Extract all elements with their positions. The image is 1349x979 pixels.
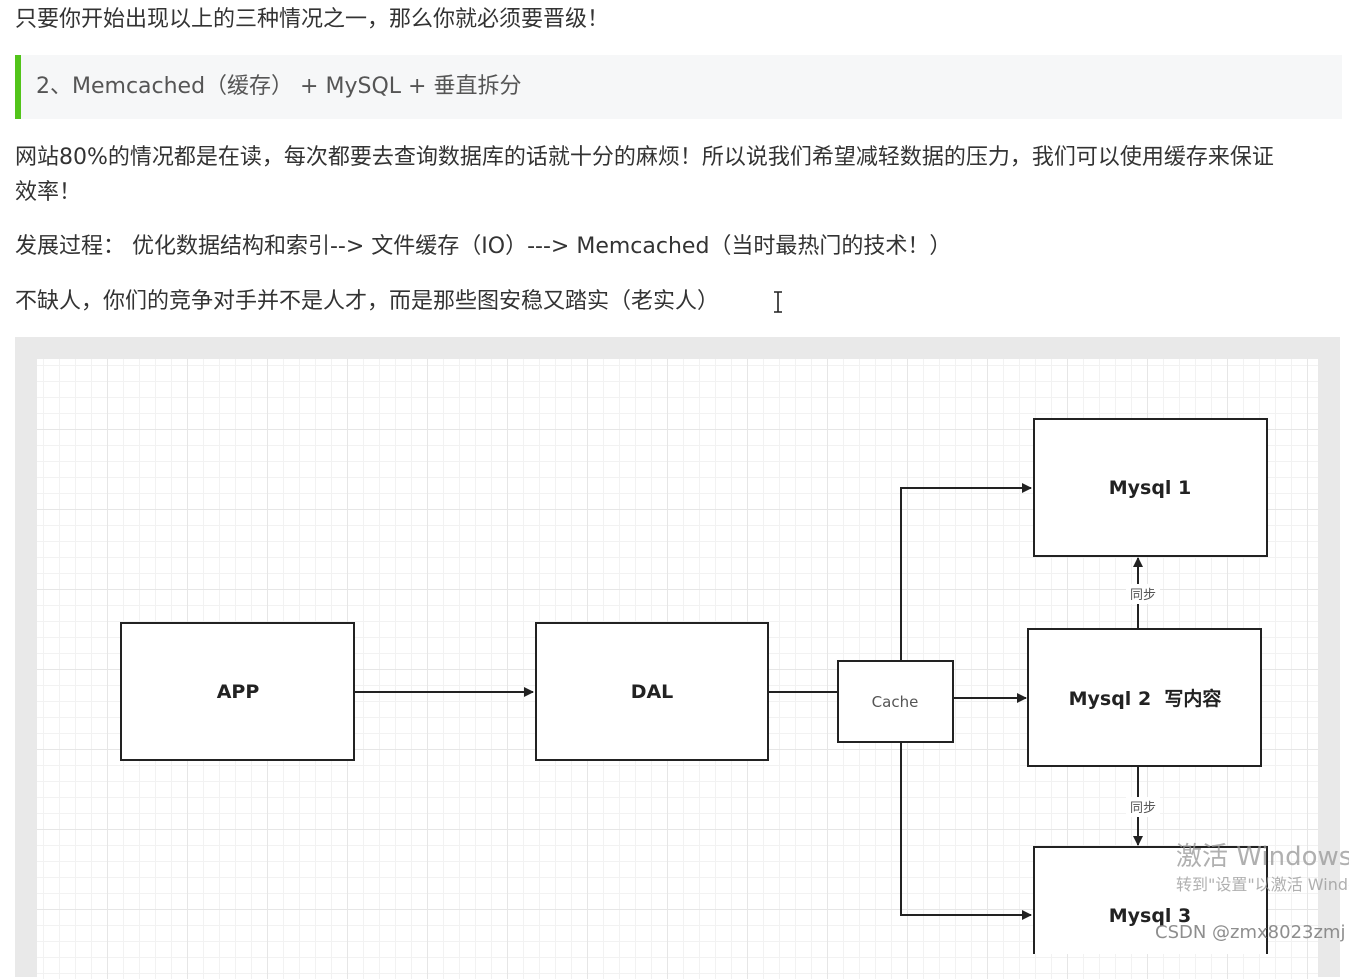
mysql3-box xyxy=(1033,846,1268,954)
dal-box xyxy=(535,622,769,761)
app-box-label: APP xyxy=(217,681,260,703)
windows-activation-watermark-subtitle: 转到"设置"以激活 Windows。 xyxy=(1176,875,1349,894)
mysql3-box-label: Mysql 3 xyxy=(1109,905,1192,927)
section-heading-text: 2、Memcached（缓存） + MySQL + 垂直拆分 xyxy=(36,74,522,99)
sync-label-upper: 同步 xyxy=(1130,588,1156,603)
mysql1-box-label: Mysql 1 xyxy=(1109,477,1192,499)
mysql2-box xyxy=(1027,628,1262,767)
paragraph-people: 不缺人，你们的竞争对手并不是人才，而是那些图安稳又踏实（老实人） xyxy=(15,289,720,314)
connector-cache-mysql3 xyxy=(900,742,1032,920)
paragraph-process: 发展过程： 优化数据结构和索引--> 文件缓存（IO）---> Memcache… xyxy=(15,234,952,259)
paragraph-intro-line-1: 网站80%的情况都是在读，每次都要去查询数据库的话就十分的麻烦！所以说我们希望减… xyxy=(15,145,1274,170)
mysql2-box-label: Mysql 2 写内容 xyxy=(1069,687,1222,710)
connector-cache-mysql1 xyxy=(900,483,1032,661)
csdn-author-credit: CSDN @zmx8023zmj xyxy=(1155,922,1346,943)
text-cursor-icon xyxy=(774,291,782,313)
architecture-diagram-drawing: 同步 同步 APP DAL Cache Mysql 1 Mysql 2 写内容 … xyxy=(120,418,1268,954)
cache-box-label: Cache xyxy=(872,693,919,711)
mysql1-box xyxy=(1033,418,1268,557)
windows-activation-watermark-title: 激活 Windows xyxy=(1176,842,1349,872)
sync-label-lower: 同步 xyxy=(1130,801,1156,816)
dal-box-label: DAL xyxy=(631,681,674,703)
cache-box xyxy=(837,660,954,743)
section-heading: 2、Memcached（缓存） + MySQL + 垂直拆分 xyxy=(15,55,1342,119)
paragraph-conditions: 只要你开始出现以上的三种情况之一，那么你就必须要晋级！ xyxy=(15,7,610,32)
app-box xyxy=(120,622,355,761)
paragraph-intro-line-2: 效率！ xyxy=(15,180,82,205)
